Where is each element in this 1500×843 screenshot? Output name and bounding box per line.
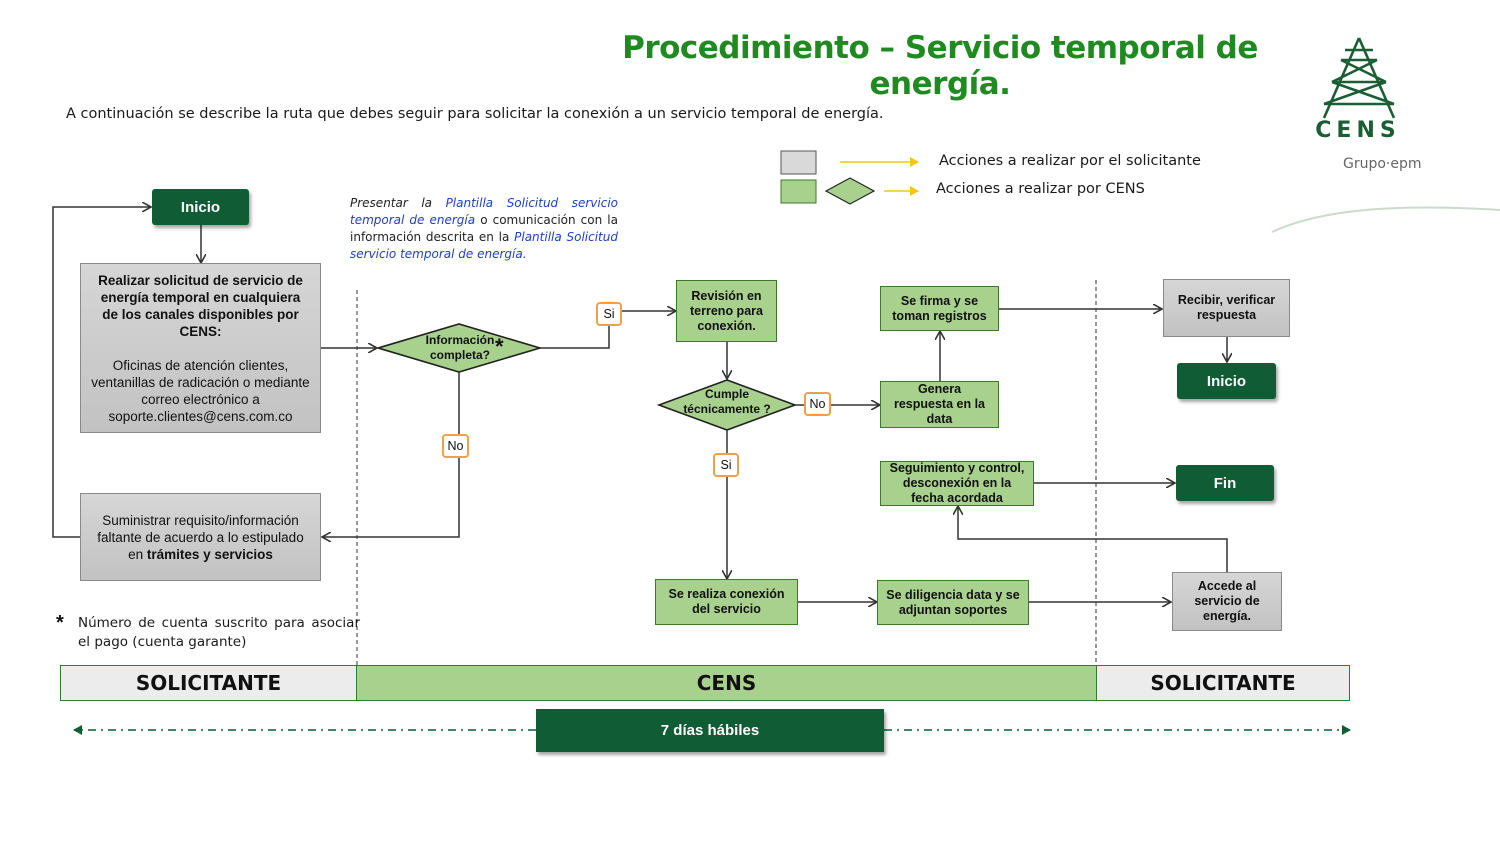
decision-info-label: Información completa?	[425, 333, 495, 362]
note-link-plantilla-2: Plantilla Solicitud servicio temporal de…	[350, 230, 618, 261]
node-revision: Revisión en terreno para conexión.	[676, 280, 777, 342]
node-inicio-left: Inicio	[152, 189, 249, 225]
note-text-2: o comunicación con la información descri…	[350, 213, 618, 244]
footnote-star: *	[56, 612, 64, 634]
cens-logo-text: CENS	[1315, 118, 1401, 143]
node-diligencia: Se diligencia data y se adjuntan soporte…	[877, 580, 1029, 625]
lane-cens: CENS	[357, 665, 1096, 701]
suministrar-bold: trámites y servicios	[146, 546, 273, 562]
instruction-note: Presentar la Plantilla Solicitud servici…	[350, 195, 618, 263]
legend-green-box	[780, 179, 817, 204]
grupo-epm-logo: Grupo·epm	[1343, 156, 1422, 172]
solicitud-title: Realizar solicitud de servicio de energí…	[98, 272, 303, 339]
node-accede: Accede al servicio de energía.	[1172, 572, 1282, 631]
note-text-1: Presentar la	[350, 196, 433, 210]
legend-solicitante: Acciones a realizar por el solicitante	[939, 153, 1201, 169]
node-inicio-right: Inicio	[1177, 363, 1276, 399]
node-conexion: Se realiza conexión del servicio	[655, 579, 798, 625]
node-genera: Genera respuesta en la data	[880, 381, 999, 428]
page-subtitle: A continuación se describe la ruta que d…	[66, 106, 884, 122]
cens-tower-icon	[1322, 37, 1396, 119]
duration-badge: 7 días hábiles	[536, 709, 884, 752]
tag-si-2: Si	[713, 453, 739, 477]
suministrar-text: Suministrar requisito/información faltan…	[97, 512, 304, 562]
asterisk-mark: *	[495, 334, 504, 359]
tag-si-1: Si	[596, 302, 622, 326]
note-link-plantilla: Plantilla Solicitud servicio temporal de…	[350, 196, 618, 227]
footnote-text: Número de cuenta suscrito para asociar e…	[78, 615, 360, 650]
node-recibir: Recibir, verificar respuesta	[1163, 279, 1290, 337]
legend-cens: Acciones a realizar por CENS	[936, 181, 1145, 197]
decision-cumple-label: Cumple técnicamente ?	[683, 387, 771, 416]
node-realizar-solicitud: Realizar solicitud de servicio de energí…	[80, 263, 321, 433]
decorative-swoosh	[1271, 206, 1500, 233]
page-title: Procedimiento – Servicio temporal de ene…	[622, 30, 1258, 102]
solicitud-body: Oficinas de atención clientes, ventanill…	[91, 357, 310, 424]
legend-gray-box	[780, 150, 817, 175]
lane-solicitante-right: SOLICITANTE	[1096, 665, 1350, 701]
legend-green-diamond	[824, 177, 876, 205]
tag-no-1: No	[442, 434, 469, 458]
node-firma: Se firma y se toman registros	[880, 286, 999, 331]
node-seguimiento: Seguimiento y control, desconexión en la…	[880, 461, 1034, 506]
node-suministrar: Suministrar requisito/información faltan…	[80, 493, 321, 581]
node-fin: Fin	[1176, 465, 1274, 501]
lane-solicitante-left: SOLICITANTE	[60, 665, 357, 701]
tag-no-2: No	[804, 392, 831, 416]
